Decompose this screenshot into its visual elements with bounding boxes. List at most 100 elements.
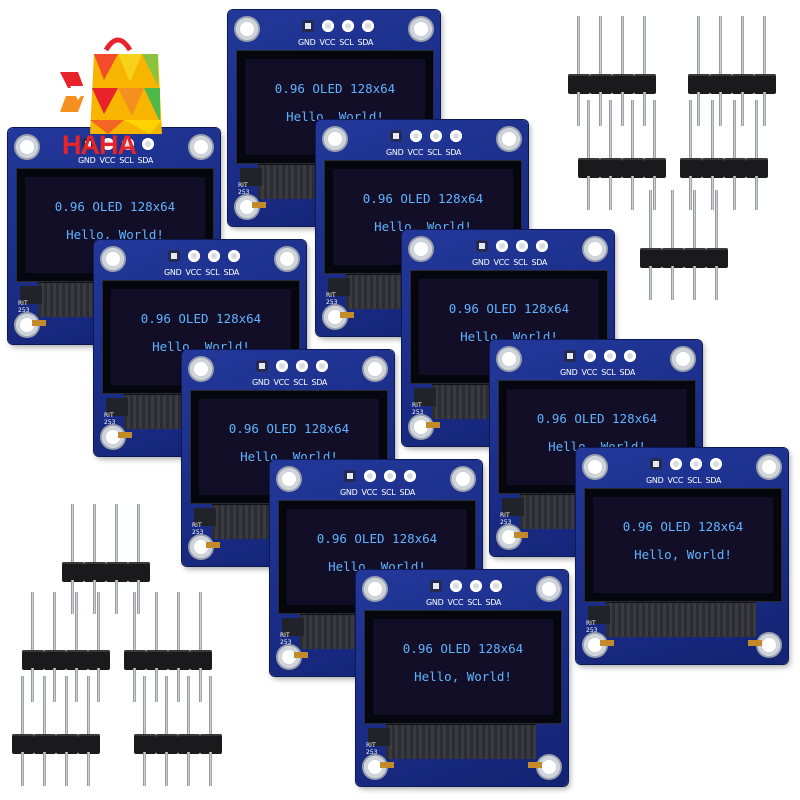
pin-pad (650, 458, 662, 470)
pin-pad (390, 130, 402, 142)
header-pin (631, 176, 634, 210)
silkscreen-label: RIT 253 (192, 522, 204, 536)
header-pin (31, 592, 34, 650)
header-pin (93, 580, 96, 614)
silkscreen-label: RIT 253 (326, 292, 338, 306)
pin-pad (404, 470, 416, 482)
oled-screen: 0.96 OLED 128x64 Hello, World! (364, 610, 562, 724)
mounting-hole (278, 646, 300, 668)
pin-pad (490, 580, 502, 592)
header-pin-body (724, 158, 746, 178)
pin-pads (298, 20, 388, 34)
pin-pad (364, 470, 376, 482)
oled-glass: 0.96 OLED 128x64 Hello, World! (593, 497, 773, 593)
oled-glass: 0.96 OLED 128x64 Hello, World! (373, 619, 553, 715)
header-pin (177, 592, 180, 650)
header-pin (643, 92, 646, 126)
header-pin (199, 668, 202, 702)
header-pin-body (680, 158, 702, 178)
header-pin (53, 592, 56, 650)
header-pin (177, 668, 180, 702)
header-pin (599, 16, 602, 74)
mounting-hole (410, 238, 432, 260)
header-pin (671, 266, 674, 300)
header-pin (87, 676, 90, 734)
pin-label-vcc: VCC (99, 156, 116, 165)
display-line-2: Hello, World! (634, 547, 732, 562)
pin-label-vcc: VCC (273, 378, 290, 387)
pin-pad (302, 20, 314, 32)
flex-corner (328, 278, 350, 296)
display-line-1: 0.96 OLED 128x64 (622, 519, 744, 534)
header-pin (209, 676, 212, 734)
header-pin (209, 752, 212, 786)
pin-pad (316, 360, 328, 372)
header-pin (21, 676, 24, 734)
header-pin (689, 176, 692, 210)
mounting-hole (538, 756, 560, 778)
header-pin (649, 266, 652, 300)
display-line-2: Hello, World! (66, 227, 164, 242)
pin-label-scl: SCL (601, 368, 616, 377)
pin-label-gnd: GND (426, 598, 444, 607)
header-pin (65, 676, 68, 734)
smd-component (206, 542, 220, 548)
pin-pads (472, 240, 562, 254)
pin-label-scl: SCL (205, 268, 220, 277)
header-pin-body (56, 734, 78, 754)
header-pin-body (84, 562, 106, 582)
flex-corner (106, 398, 128, 416)
header-pin (621, 92, 624, 126)
header-pin (697, 16, 700, 74)
pin-header-strip (22, 592, 114, 702)
header-pin (75, 592, 78, 650)
header-pin (741, 16, 744, 74)
header-pin (733, 176, 736, 210)
mounting-hole (758, 456, 780, 478)
flex-corner (502, 498, 524, 516)
mounting-hole (190, 136, 212, 158)
pin-label-sda: SDA (223, 268, 240, 277)
pin-header-strip (568, 16, 660, 126)
pin-pads (560, 350, 650, 364)
header-pin (599, 92, 602, 126)
header-pin (137, 580, 140, 614)
header-pin (733, 100, 736, 158)
silkscreen-label: RIT 253 (280, 632, 292, 646)
header-pin (93, 504, 96, 562)
header-pin (763, 16, 766, 74)
pin-pad (82, 138, 94, 150)
header-pin (75, 668, 78, 702)
header-pin (719, 92, 722, 126)
pin-pad (564, 350, 576, 362)
header-pin (21, 752, 24, 786)
pin-pad (122, 138, 134, 150)
pin-label-vcc: VCC (667, 476, 684, 485)
flex-corner (368, 728, 390, 746)
pin-header-strip (578, 100, 670, 210)
header-pin (649, 190, 652, 248)
header-pin (755, 100, 758, 158)
pin-label-gnd: GND (298, 38, 316, 47)
pin-label-scl: SCL (513, 258, 528, 267)
silkscreen-label: RIT 253 (366, 742, 378, 756)
display-line-1: 0.96 OLED 128x64 (362, 191, 484, 206)
header-pin (143, 752, 146, 786)
silkscreen-label: RIT 253 (412, 402, 424, 416)
header-pin-body (754, 74, 776, 94)
mounting-hole (278, 468, 300, 490)
pin-label-vcc: VCC (581, 368, 598, 377)
pin-label-sda: SDA (357, 38, 374, 47)
header-pin (715, 266, 718, 300)
header-pin (653, 100, 656, 158)
mounting-hole (236, 196, 258, 218)
header-pin (97, 592, 100, 650)
pin-label-sda: SDA (311, 378, 328, 387)
header-pin (137, 504, 140, 562)
